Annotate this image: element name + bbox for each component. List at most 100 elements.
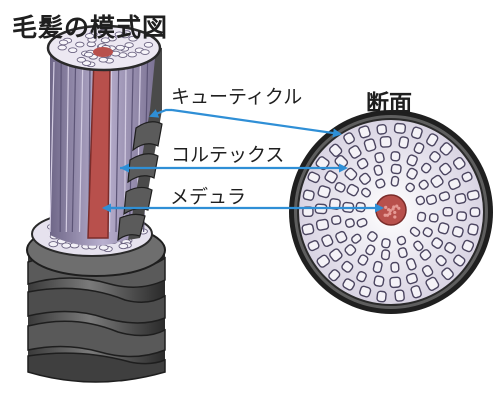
cut-face-cell [98,244,109,251]
cut-face-cell [58,39,69,46]
cortex-cell [410,285,422,299]
medulla-cell [385,213,390,217]
cortex-cell [373,164,383,176]
cut-face-cell [84,33,95,39]
cross-section-title: 断面 [366,91,412,117]
cortex-cell [394,289,405,302]
cortex-cell [359,285,372,298]
cortex-cell [416,211,427,222]
cortex-fiber [115,61,120,233]
cortex-cell [372,260,383,274]
cortex-cell [415,195,426,206]
cortex-cell [375,178,386,189]
cut-face-cell [83,51,94,58]
cortex-cell [409,226,421,237]
cortex-cell [348,145,362,159]
cut-face-cell [57,44,67,51]
cortex-cell [376,290,387,303]
cortex-cell [328,143,343,158]
cut-face-cell [124,42,134,48]
cortex-cell [467,223,479,236]
cortex-cell [461,239,475,253]
cortex-cell [381,238,391,249]
medulla-cell [384,205,388,209]
cortex-cell [453,254,466,267]
cut-face-cell [118,243,129,250]
cut-face-cell [143,41,154,48]
cut-face-cell [120,32,130,39]
cortex-cell [389,276,402,289]
medulla-cell [387,208,391,212]
cortex-cell [334,182,346,193]
cortex-cell [358,172,372,185]
cortex-cell [390,261,400,273]
cortex-cell [431,237,444,249]
arrow-cuticle-to-section [171,108,342,138]
cortex-cell [358,125,371,139]
cortex-cell [461,171,473,183]
cortex-cell [315,218,330,231]
cortex-cell [344,218,355,228]
cortex-cell [397,247,408,259]
cortex-cell [373,275,385,287]
cortex-cell [420,162,432,174]
cuticle-scale [27,320,166,358]
cortex-cell [374,152,385,164]
cortex-cell [343,132,356,145]
medulla-cell [383,213,387,217]
cut-face-cell [76,56,86,63]
cortex-cell [438,191,451,202]
cortex-cell [328,269,341,282]
label-cortex: コルテックス [171,144,285,166]
cortex-cell [390,175,400,187]
cut-face-cell [75,41,85,48]
cortex-cell [454,193,467,205]
cortex-cell [452,156,466,170]
upper-medulla-dot [93,47,113,57]
cut-face-cell [98,56,108,63]
medulla-cell [395,204,399,208]
cortex-fiber [49,61,55,233]
cortex-cell [356,271,367,283]
cortex-cell [317,185,331,199]
cortex-cell [410,126,423,140]
cortex-cell [428,213,439,223]
cortex-cell [344,244,357,256]
cortex-cell [398,136,410,149]
cortex-fiber [71,61,77,233]
cortex-cell [466,189,480,201]
cortex-cell [469,207,481,218]
medulla-cells [383,204,401,219]
cortex-cell [361,187,372,198]
cut-face-cell [98,29,108,36]
cortex-cell [356,217,368,228]
cortex-cell [367,231,378,242]
label-medulla: メデュラ [170,186,247,208]
cortex-cell [390,163,402,175]
cortex-cell [437,222,450,235]
cortex-fiber [78,61,84,233]
cortex-cell [448,177,461,190]
cortex-cell [307,240,320,252]
cortex-cell [429,151,441,163]
cortex-cell [324,170,338,184]
medulla-cell [397,206,401,210]
cortex-cell [301,223,315,236]
cortex-cell [302,189,315,201]
cuticle-scale [27,287,166,324]
medulla-cell [393,210,397,215]
cortex-cell [406,167,418,180]
cortex-cell [405,258,417,271]
cortex-cell [425,194,438,205]
cortex-cell [426,133,439,147]
cortex-cell [442,207,454,217]
cortex-cell [379,135,392,148]
medulla-cell [388,212,392,216]
cortex-cell [390,151,401,162]
label-cuticle: キューティクル [171,86,303,108]
cortex-cell [376,124,388,135]
cortex-cell [405,182,416,193]
hair-strand [26,24,166,383]
